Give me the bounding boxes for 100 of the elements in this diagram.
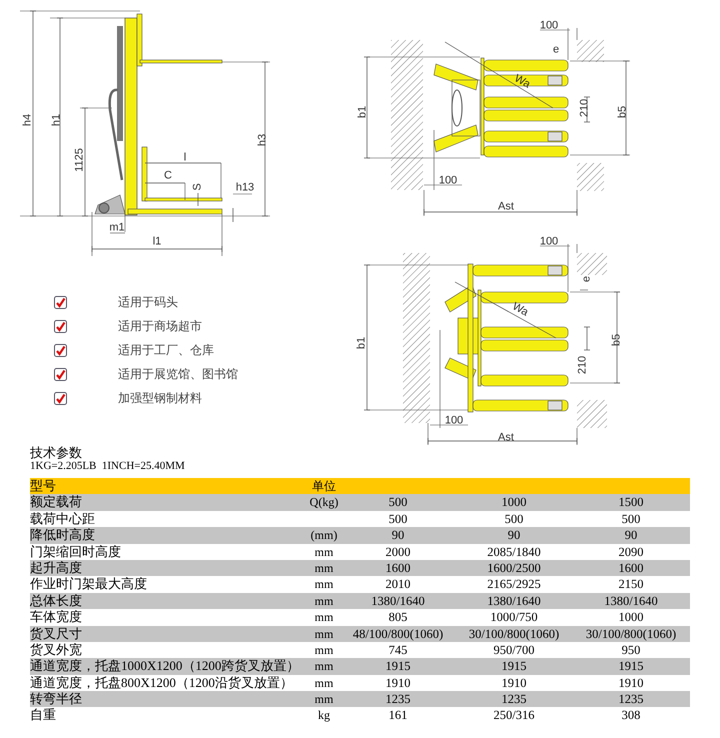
table-cell-text: 1910 [384,674,412,692]
table-cell-text: mm [314,544,334,560]
table-cell-text: 1915 [618,658,644,675]
dimension-label: b1 [356,336,368,350]
table-cell-text: mm [314,674,334,692]
dimension-label: h4 [22,114,34,126]
dimension-label: b5 [618,106,628,118]
table-cell-text: 1000/750 [489,609,539,626]
feature-text: 适用于码头 [118,294,178,311]
table-cell-text: 自重 [30,707,57,724]
table-cell-text: 90 [506,527,522,544]
dimension-label: 1125 [74,148,86,172]
dimension-label: 100 [540,236,558,248]
table-cell-text: Q(kg) [308,494,340,511]
table-cell-text: 货叉外宽 [30,642,83,658]
table-cell-text: 2165/2925 [486,576,542,593]
table-cell-text: 1235 [500,691,528,708]
table-cell-text: 30/100/800(1060) [468,626,560,642]
table-cell-text: 1000 [618,609,644,626]
table-cell-text: 车体宽度 [30,609,83,626]
table-cell-text: 1910 [500,674,528,692]
table-cell-text: 降低时高度 [30,527,96,544]
table-cell-text: mm [314,626,334,642]
table-header-cell-text: 单位 [311,478,337,494]
table-cell-text: 745 [388,642,408,658]
table-cell-text: 通道宽度，托盘800X1200（1200沿货叉放置） [30,674,294,692]
dimension-label: e [582,276,592,282]
table-cell-text: kg [317,707,331,724]
table-cell-text: mm [314,609,334,626]
table-cell-text: 额定载荷 [30,494,83,511]
table-cell-text: 250/316 [492,707,536,724]
feature-text: 适用于展览馆、图书馆 [118,366,238,383]
table-header-cell-text: 型号 [30,478,57,494]
dimension-label: l1 [152,236,162,248]
table-cell-text: mm [314,642,334,658]
table-cell-text: 500 [620,510,642,528]
table-cell-text: 转弯半径 [30,691,83,708]
table-cell-text: 308 [620,707,642,724]
table-cell-text: 1600/2500 [486,560,542,576]
table-cell-text: 161 [388,707,408,724]
table-cell-text: mm [314,576,334,593]
dimension-label: 210 [578,356,588,374]
table-cell-text: 1910 [618,674,644,692]
feature-text: 加强型钢制材料 [118,390,202,407]
dimension-label: h1 [52,114,62,126]
dimension-label: S [192,183,204,191]
table-cell-text: mm [314,658,334,675]
table-cell-text: 货叉尺寸 [30,626,83,642]
unit-note: 1KG=2.205LB 1INCH=25.40MM [30,461,185,472]
table-cell-text: 1380/1640 [486,592,542,610]
table-cell-text: 950 [620,642,642,658]
table-cell-text: 805 [388,609,408,626]
table-cell-text: 1915 [384,658,412,675]
table-cell-text: 1235 [384,691,412,708]
table-cell-text: 1235 [618,691,644,708]
dimension-label: l [184,152,186,164]
dimension-label: h3 [258,134,268,146]
dimension-label: e [552,44,560,56]
table-cell-text: mm [314,560,334,576]
dimension-label: 210 [580,98,590,118]
table-cell-text: mm [314,592,334,610]
table-cell-text: 2090 [618,544,644,560]
table-cell-text: 1500 [618,494,644,511]
feature-text: 适用于工厂、仓库 [118,342,214,359]
dimension-label: Wa [512,73,532,91]
dimension-label: 100 [444,416,464,426]
table-cell-text: 2010 [384,576,412,593]
table-cell-text: 1000 [500,494,528,511]
table-cell-text: 通道宽度，托盘1000X1200（1200跨货叉放置） [30,658,300,675]
table-cell-text: (mm) [310,527,338,544]
table-cell-text: 总体长度 [30,592,83,610]
dimension-label: b1 [358,106,368,118]
dimension-label: m1 [109,222,125,234]
table-cell-text: 起升高度 [30,560,83,576]
dimension-label: 100 [438,176,458,186]
table-cell-text: 500 [504,510,524,528]
table-cell-text: 门架缩回时高度 [30,544,122,560]
dimension-label: h13 [236,182,254,194]
table-cell-text: 载荷中心距 [30,510,96,528]
dimension-label: 100 [540,20,558,32]
dimension-label: C [164,170,172,182]
table-cell-text: 1380/1640 [603,592,659,610]
table-cell-text: 950/700 [492,642,536,658]
feature-text: 适用于商场超市 [118,318,202,335]
table-cell-text: mm [314,691,334,708]
dimension-label: Ast [498,432,514,444]
table-cell-text: 30/100/800(1060) [584,626,678,642]
table-cell-text: 500 [388,494,408,511]
table-cell-text: 2000 [384,544,412,560]
table-cell-text: 500 [388,510,408,528]
table-cell-text: 1600 [618,560,644,576]
section-heading: 技术参数 [30,444,82,462]
table-cell-text: 48/100/800(1060) [352,626,444,642]
table-cell-text: 90 [624,527,638,544]
dimension-label: Wa [510,301,530,319]
table-cell-text: 1380/1640 [370,592,426,610]
table-cell-text: 2085/1840 [486,544,542,560]
table-cell-text: 1915 [500,658,528,675]
table-cell-text: 2150 [618,576,644,593]
dimension-label: Ast [498,202,514,212]
